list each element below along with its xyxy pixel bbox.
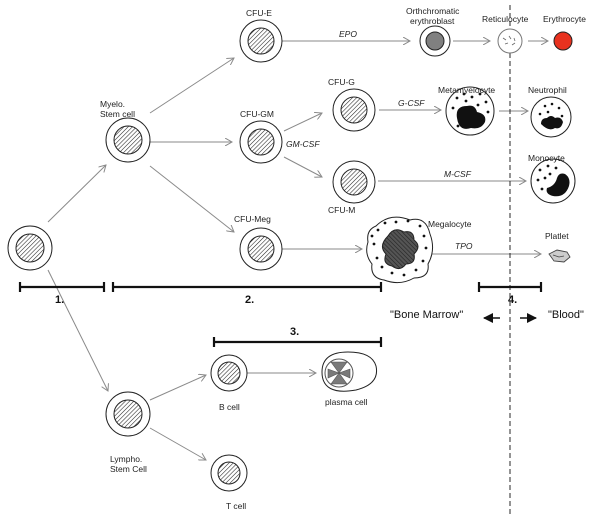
reticulocyte-cell (497, 28, 523, 54)
platelet-cell (548, 249, 571, 263)
stage-1-bar (18, 282, 106, 292)
arrow-lympho-tcell (149, 427, 206, 460)
b-cell (210, 354, 248, 392)
cfu-g-label: CFU-G (328, 77, 355, 87)
b-cell-label: B cell (219, 402, 240, 412)
bone-marrow-label: "Bone Marrow" (390, 309, 463, 321)
erythrocyte-cell (553, 31, 573, 51)
myelo-stem-label: Myelo.Stem cell (100, 99, 135, 119)
t-cell (210, 454, 248, 492)
arrow-hsc-myelo (47, 165, 106, 223)
stage-2-bar (111, 282, 383, 292)
t-cell-label: T cell (226, 501, 246, 511)
neutrophil-label: Neutrophil (528, 85, 567, 95)
cfu-e-cell (239, 19, 283, 63)
arrows (47, 41, 548, 460)
reticulocyte-label: Reticulocyte (482, 14, 529, 24)
hsc-cell (7, 225, 53, 271)
orthochromatic-erythroblast (419, 25, 451, 57)
stage-4-bar (477, 282, 543, 292)
cfu-m-label: CFU-M (328, 205, 355, 215)
tpo-factor: TPO (455, 241, 473, 251)
arrow-cfugm-cfug (283, 113, 322, 132)
cfu-e-label: CFU-E (246, 8, 272, 18)
epo-factor: EPO (339, 29, 357, 39)
stage-3-bar (212, 337, 383, 347)
cfu-meg-cell (239, 227, 283, 271)
arrow-myelo-cfumeg (149, 165, 234, 232)
g-csf-factor: G-CSF (398, 98, 425, 108)
arrow-lympho-bcell (149, 375, 206, 401)
cfu-gm-label: CFU-GM (240, 109, 274, 119)
erythrocyte-label: Erythrocyte (543, 14, 586, 24)
cfu-meg-label: CFU-Meg (234, 214, 271, 224)
plasma-cell-label: plasma cell (325, 397, 368, 407)
monocyte-cell (530, 158, 576, 204)
megalocyte-cell (366, 216, 434, 284)
stage-1-label: 1. (55, 294, 64, 306)
megalocyte-label: Megalocyte (428, 219, 472, 229)
myelo-stem-cell (105, 117, 151, 163)
gm-csf-factor: GM-CSF (286, 139, 320, 149)
lympho-stem-label: Lympho.Stem Cell (110, 454, 147, 474)
platelet-label: Platlet (545, 231, 569, 241)
plasma-cell (321, 351, 378, 392)
blood-label: "Blood" (548, 309, 584, 321)
cfu-g-cell (332, 88, 376, 132)
metamyelocyte-cell (445, 86, 495, 136)
monocyte-label: Monocyte (528, 153, 565, 163)
m-csf-factor: M-CSF (444, 169, 472, 179)
arrow-myelo-cfue (149, 58, 234, 114)
cfu-m-cell (332, 160, 376, 204)
cfu-gm-cell (239, 120, 283, 164)
metamyelocyte-label: Metamyelocyte (438, 85, 495, 95)
stage-4-label: 4. (508, 294, 517, 306)
lympho-stem-cell (105, 391, 151, 437)
arrow-cfugm-cfum (283, 156, 322, 177)
arrow-hsc-lympho (47, 269, 108, 391)
neutrophil-cell (530, 96, 572, 138)
stage-2-label: 2. (245, 294, 254, 306)
stage-3-label: 3. (290, 326, 299, 338)
